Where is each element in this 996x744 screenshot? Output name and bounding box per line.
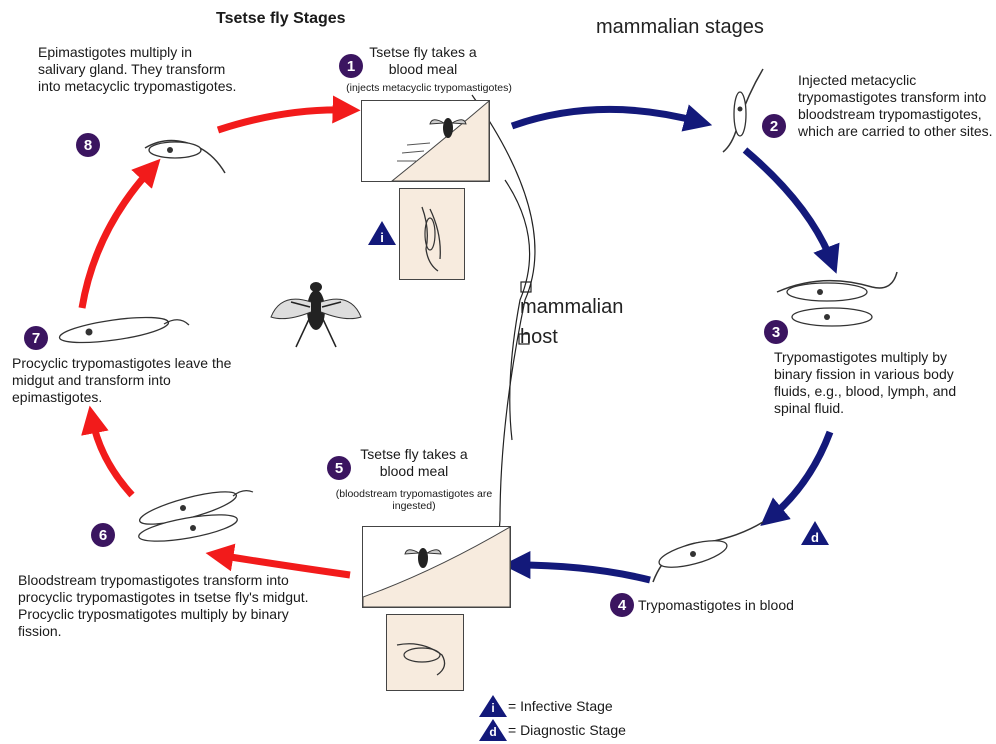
step-2-text: Injected metacyclic trypomastigotes tran… (798, 72, 996, 140)
tsetse-fly-illustration (266, 262, 366, 362)
parasite-inset-top (399, 188, 465, 280)
arrow-6-to-7 (92, 418, 132, 495)
step-5-text: Tsetse fly takes a blood meal (354, 446, 474, 480)
step-3-text: Trypomastigotes multiply by binary fissi… (774, 349, 974, 417)
bite-panel-top (361, 100, 490, 182)
step-4-text: Trypomastigotes in blood (638, 597, 838, 614)
metacyclic-trypomastigote-drawing (708, 64, 778, 154)
step-1-note: (injects metacyclic trypomastigotes) (312, 82, 546, 94)
legend: i = Infective Stage d = Diagnostic Stage (478, 694, 718, 742)
arrow-3-to-4 (770, 432, 830, 518)
step-1-text: Tsetse fly takes a blood meal (368, 44, 478, 78)
step-badge-1: 1 (339, 54, 363, 78)
diagnostic-legend-label: = Diagnostic Stage (508, 722, 626, 739)
epimastigote-drawing (140, 118, 230, 188)
arrow-7-to-8 (82, 168, 152, 308)
step-6-text: Bloodstream trypomastigotes transform in… (18, 572, 318, 640)
arrow-2-to-3 (745, 150, 832, 262)
arrow-4-to-5 (515, 565, 650, 580)
arrow-8-to-1 (218, 110, 348, 130)
step-7-text: Procyclic trypomastigotes leave the midg… (12, 355, 256, 406)
step-badge-6: 6 (91, 523, 115, 547)
dividing-trypomastigote-drawing (772, 262, 902, 342)
arrow-1-to-2 (512, 109, 700, 126)
step-5-note: (bloodstream trypomastigotes are ingeste… (316, 488, 512, 512)
procyclic-trypomastigote-drawing (44, 300, 194, 360)
tsetse-fly-small-bottom (403, 538, 443, 578)
blood-trypomastigote-drawing (648, 512, 768, 592)
host-outline-inner (505, 180, 530, 440)
parasite-inset-bottom (386, 614, 464, 691)
infective-legend-letter: i (487, 701, 499, 715)
step-badge-8: 8 (76, 133, 100, 157)
diagnostic-legend-letter: d (487, 725, 499, 739)
infective-marker-letter: i (376, 230, 388, 245)
procyclic-trypomastigote-cluster-drawing (128, 478, 258, 568)
step-8-text: Epimastigotes multiply in salivary gland… (38, 44, 238, 95)
diagnostic-marker-letter: d (809, 530, 821, 545)
infective-legend-label: = Infective Stage (508, 698, 613, 715)
step-badge-4: 4 (610, 593, 634, 617)
tsetse-fly-small-top (428, 108, 468, 148)
step-badge-5: 5 (327, 456, 351, 480)
